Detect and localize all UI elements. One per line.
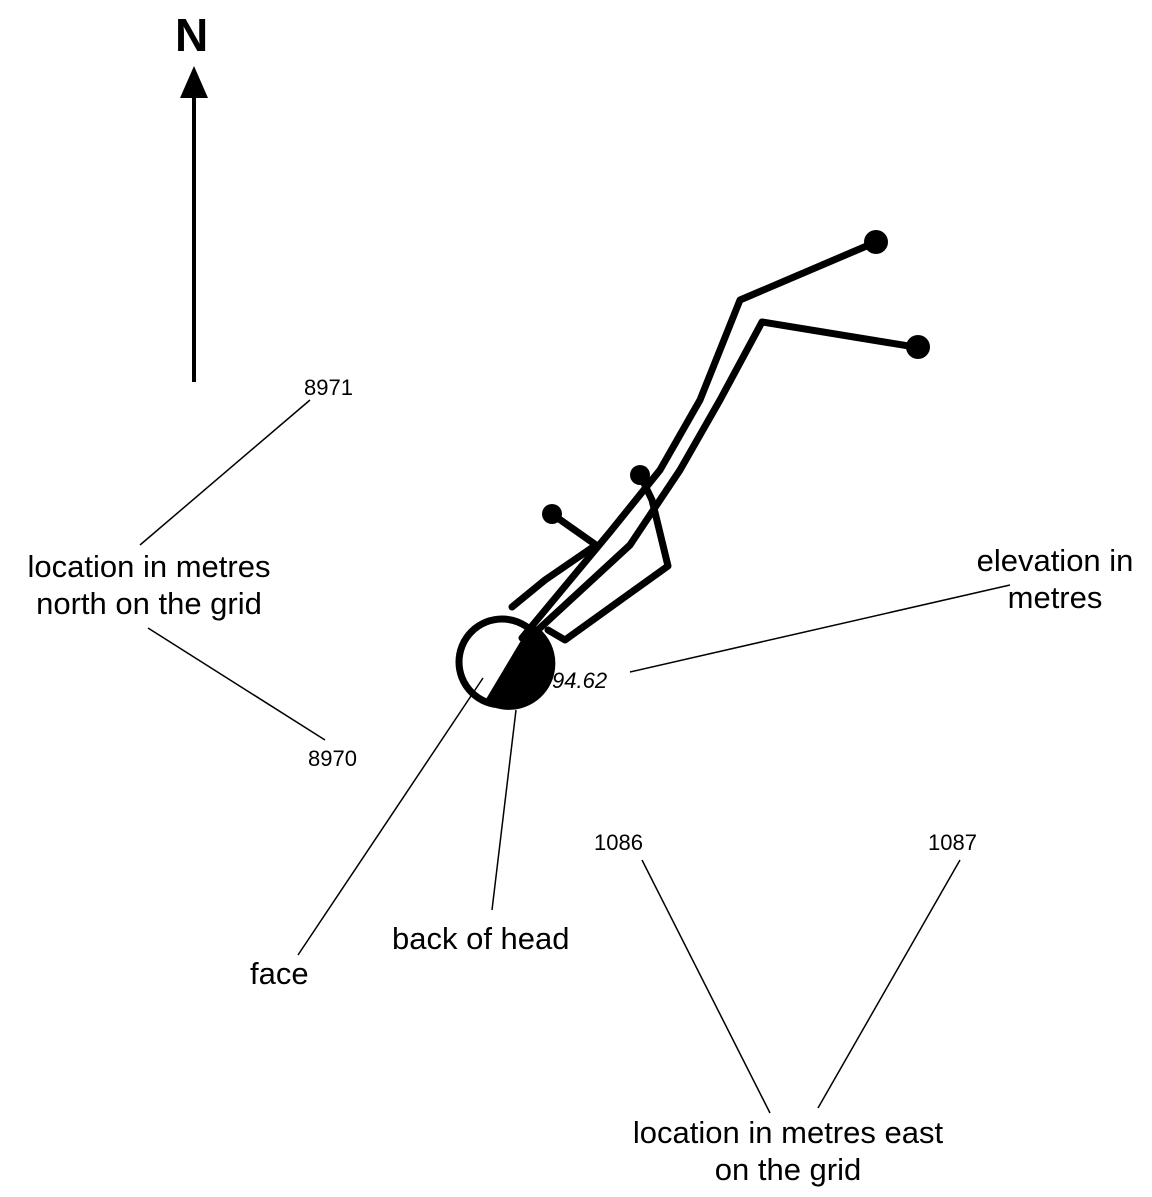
leader-elevation bbox=[629, 584, 1011, 673]
skeleton-joints bbox=[542, 230, 930, 524]
leader-lines bbox=[139, 399, 1011, 1114]
leader-8971 bbox=[139, 399, 311, 546]
north-label: N bbox=[175, 9, 209, 61]
elevation-label-line1: elevation in bbox=[976, 543, 1134, 578]
grid-north-label: location in metres north on the grid bbox=[8, 548, 290, 622]
hand-dot-left bbox=[542, 504, 562, 524]
leader-1086 bbox=[641, 859, 771, 1114]
leader-face bbox=[297, 677, 484, 956]
grid-north-label-line2: north on the grid bbox=[36, 586, 262, 622]
grid-north-label-line1: location in metres bbox=[27, 549, 271, 584]
grid-east-label-line2: on the grid bbox=[714, 1152, 862, 1188]
foot-dot-lower bbox=[906, 335, 930, 359]
grid-east-right-value: 1087 bbox=[928, 830, 977, 855]
grid-east-label: location in metres east on the grid bbox=[590, 1114, 986, 1188]
elevation-label: elevation in metres bbox=[958, 542, 1152, 616]
north-arrow-icon bbox=[180, 66, 208, 382]
grid-north-upper-value: 8971 bbox=[304, 375, 353, 400]
back-of-head-label: back of head bbox=[392, 921, 570, 956]
hand-dot-right bbox=[630, 465, 650, 485]
leader-1087 bbox=[817, 859, 961, 1109]
face-label: face bbox=[250, 956, 309, 991]
skeleton-figure bbox=[455, 238, 919, 710]
grid-east-left-value: 1086 bbox=[594, 830, 643, 855]
leader-back-of-head bbox=[491, 709, 517, 911]
right-arm bbox=[544, 471, 672, 644]
leader-8970 bbox=[147, 627, 326, 741]
grid-north-lower-value: 8970 bbox=[308, 746, 357, 771]
elevation-label-line2: metres bbox=[1007, 580, 1103, 616]
back-of-head-shading bbox=[484, 623, 556, 710]
elevation-value: 94.62 bbox=[552, 668, 608, 693]
left-arm bbox=[508, 510, 600, 611]
grid-east-label-line1: location in metres east bbox=[632, 1115, 944, 1150]
torso-line-b bbox=[536, 318, 919, 632]
foot-dot-upper bbox=[864, 230, 888, 254]
